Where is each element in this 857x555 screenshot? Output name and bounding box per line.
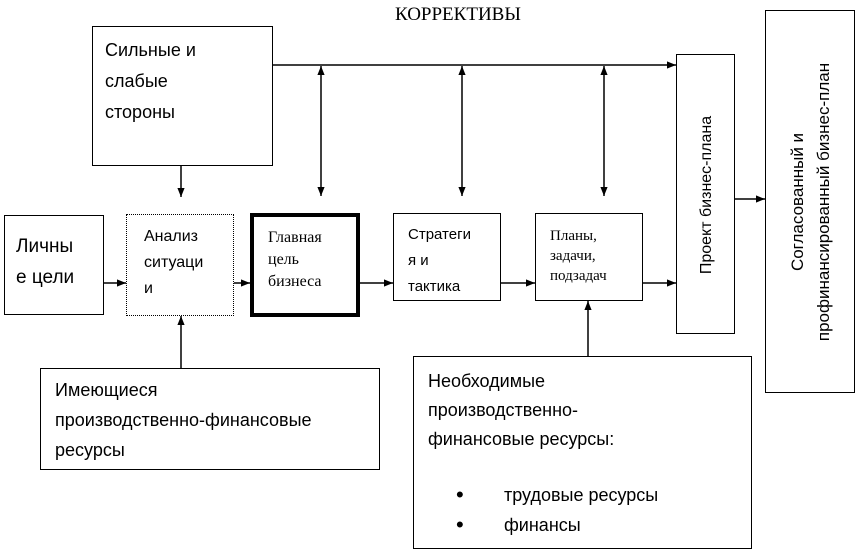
strengths-weaknesses-label: Сильные и слабые стороны xyxy=(105,40,196,122)
needed-resources-box: Необходимые производственно- финансовые … xyxy=(413,356,752,549)
plans-tasks-box: Планы, задачи, подзадач xyxy=(535,213,643,301)
strengths-weaknesses-box: Сильные и слабые стороны xyxy=(92,26,273,166)
existing-resources-label: Имеющиеся производственно-финансовые рес… xyxy=(55,380,312,460)
situation-analysis-label: Анализ ситуаци и xyxy=(144,228,204,297)
needed-resources-label: Необходимые производственно- финансовые … xyxy=(428,371,615,449)
business-plan-project-box: Проект бизнес-плана xyxy=(676,54,735,334)
main-business-goal-label: Главная цель бизнеса xyxy=(268,229,322,290)
list-item: трудовые ресурсы xyxy=(444,480,658,510)
agreed-business-plan-box: Согласованный и профинансированный бизне… xyxy=(765,10,855,393)
correctives-title: КОРРЕКТИВЫ xyxy=(395,4,521,25)
situation-analysis-box: Анализ ситуаци и xyxy=(126,214,234,316)
business-plan-project-label: Проект бизнес-плана xyxy=(698,115,715,275)
list-item: финансы xyxy=(444,510,658,540)
strategy-tactics-box: Стратеги я и тактика xyxy=(393,213,501,301)
agreed-business-plan-label: Согласованный и профинансированный бизне… xyxy=(788,62,833,342)
personal-goals-label: Личны е цели xyxy=(16,236,75,288)
existing-resources-box: Имеющиеся производственно-финансовые рес… xyxy=(40,368,380,470)
plans-tasks-label: Планы, задачи, подзадач xyxy=(550,228,607,284)
main-business-goal-box: Главная цель бизнеса xyxy=(250,213,360,317)
needed-resources-list: трудовые ресурсы финансы xyxy=(444,480,658,540)
strategy-tactics-label: Стратеги я и тактика xyxy=(408,226,471,295)
personal-goals-box: Личны е цели xyxy=(4,215,104,315)
